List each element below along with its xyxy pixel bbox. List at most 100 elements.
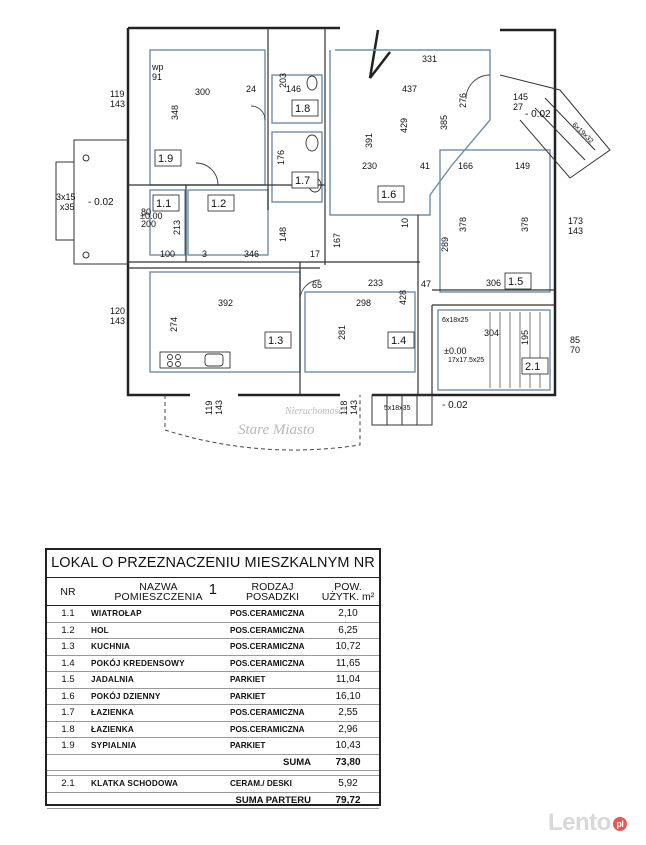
cell-nr: 1.2 xyxy=(47,622,89,639)
opening-w4-a: 85 xyxy=(570,335,580,345)
cell-name: HOL xyxy=(89,622,228,639)
room-number-1.1: 1.1 xyxy=(156,198,171,210)
dim-348: 348 xyxy=(170,105,180,120)
cell-nr: 1.7 xyxy=(47,704,89,722)
cell-floor: POS.CERAMICZNA xyxy=(228,704,317,722)
room-number-1.4: 1.4 xyxy=(391,335,406,347)
dim-281: 281 xyxy=(337,325,347,340)
watermark: Nieruchomości Stare Miasto xyxy=(238,406,346,438)
dim-3: 3 xyxy=(202,249,207,259)
cell-area: 16,10 xyxy=(317,688,379,705)
cell-floor: POS.CERAMICZNA xyxy=(228,622,317,639)
dim-378-b: 378 xyxy=(520,217,530,232)
sum-value: 73,80 xyxy=(317,754,379,771)
room-number-1.5: 1.5 xyxy=(508,276,523,288)
entry-porch xyxy=(55,139,129,265)
cell-floor: POS.CERAMICZNA xyxy=(228,655,317,672)
dim-47: 47 xyxy=(421,279,431,289)
opening-w1-a: 119 xyxy=(110,89,124,99)
opening-wp1-value: 91 xyxy=(152,72,162,82)
cell-name: KUCHNIA xyxy=(89,638,228,656)
dim-306: 306 xyxy=(486,278,501,288)
cell-name: ŁAZIENKA xyxy=(89,704,228,722)
opening-w4-b: 70 xyxy=(570,345,580,355)
cell-area: 10,43 xyxy=(317,737,379,755)
cell-nr: 1.3 xyxy=(47,638,89,656)
cell-name: JADALNIA xyxy=(89,671,228,689)
cell-name: SYPIALNIA xyxy=(89,737,228,755)
dim-230: 230 xyxy=(362,161,377,171)
kitchen-fixtures xyxy=(159,351,231,369)
total-row: SUMA PARTERU 79,72 xyxy=(47,792,379,809)
opening-w2-b: 27 xyxy=(513,102,523,112)
cell-floor: POS.CERAMICZNA xyxy=(228,721,317,738)
dim-41: 41 xyxy=(420,161,430,171)
level-marks: - 0.02 ±0.00 - 0.02 ±0.00 - 0.02 xyxy=(88,109,551,411)
stair-label-s3: 17x17.5x25 xyxy=(448,357,484,364)
dimension-labels: 300 348 24 146 203 331 437 276 385 429 3… xyxy=(141,54,530,345)
cell-floor: POS.CERAMICZNA xyxy=(228,605,317,623)
opening-labels: 119 143 145 27 173 143 85 70 120 143 119… xyxy=(56,62,583,415)
dim-24: 24 xyxy=(246,84,256,94)
cell-name: POKÓJ DZIENNY xyxy=(89,688,228,705)
interior-walls xyxy=(128,28,555,395)
room-schedule-table: LOKAL O PRZEZNACZENIU MIESZKALNYM NR 1 N… xyxy=(45,548,381,809)
room-table: NR NAZWA POMIESZCZENIA RODZAJ POSADZKI P… xyxy=(47,578,379,809)
dim-429: 429 xyxy=(399,118,409,133)
cell-area: 10,72 xyxy=(317,638,379,656)
dim-428: 428 xyxy=(398,290,408,305)
room-number-1.8: 1.8 xyxy=(295,103,310,115)
header-name: NAZWA POMIESZCZENIA xyxy=(89,578,228,606)
dim-65: 65 xyxy=(312,280,322,290)
opening-w6-a: 119 xyxy=(204,401,214,415)
dim-17: 17 xyxy=(310,249,320,259)
cell-nr: 1.1 xyxy=(47,605,89,623)
watermark-line1: Nieruchomości xyxy=(284,406,346,417)
total-value: 79,72 xyxy=(317,792,379,809)
cell-nr: 1.9 xyxy=(47,737,89,755)
watermark-line2: Stare Miasto xyxy=(238,422,315,438)
door-swings xyxy=(195,74,491,301)
cell-nr: 1.5 xyxy=(47,671,89,689)
cell-name: WIATROŁAP xyxy=(89,605,228,623)
opening-w3-b: 143 xyxy=(568,226,583,236)
room-number-1.9: 1.9 xyxy=(158,153,173,165)
dim-233: 233 xyxy=(368,278,383,288)
room-number-1.7: 1.7 xyxy=(295,175,310,187)
dim-304: 304 xyxy=(484,328,499,338)
dim-149: 149 xyxy=(515,161,530,171)
header-nr: NR xyxy=(47,578,89,606)
extra-row: 2.1 KLATKA SCHODOWA CERAM./ DESKI 5,92 xyxy=(47,775,379,793)
cell-area: 2,96 xyxy=(317,721,379,738)
cell-area: 2,55 xyxy=(317,704,379,722)
cell-name: ŁAZIENKA xyxy=(89,721,228,738)
cell-name: POKÓJ KREDENSOWY xyxy=(89,655,228,672)
opening-w7-b: 143 xyxy=(349,400,359,415)
level-stair: ±0.00 xyxy=(444,346,466,356)
total-label: SUMA PARTERU xyxy=(89,792,317,809)
cell-nr: 1.8 xyxy=(47,721,89,738)
dim-437: 437 xyxy=(402,84,417,94)
opening-w6-b: 143 xyxy=(214,400,224,415)
brand-text: Lento xyxy=(548,809,611,836)
cell-floor: PARKIET xyxy=(228,688,317,705)
dim-176: 176 xyxy=(276,150,286,165)
cell-floor: POS.CERAMICZNA xyxy=(228,638,317,656)
dim-331: 331 xyxy=(422,54,437,64)
opening-w5-b: 143 xyxy=(110,316,125,326)
level-right-top: - 0.02 xyxy=(525,109,551,120)
dim-298: 298 xyxy=(356,298,371,308)
cell-floor: PARKIET xyxy=(228,671,317,689)
dim-148: 148 xyxy=(278,227,288,242)
sum-label: SUMA xyxy=(228,754,317,771)
room-number-1.2: 1.2 xyxy=(211,198,226,210)
level-hall: ±0.00 xyxy=(140,211,162,221)
dim-392: 392 xyxy=(218,298,233,308)
